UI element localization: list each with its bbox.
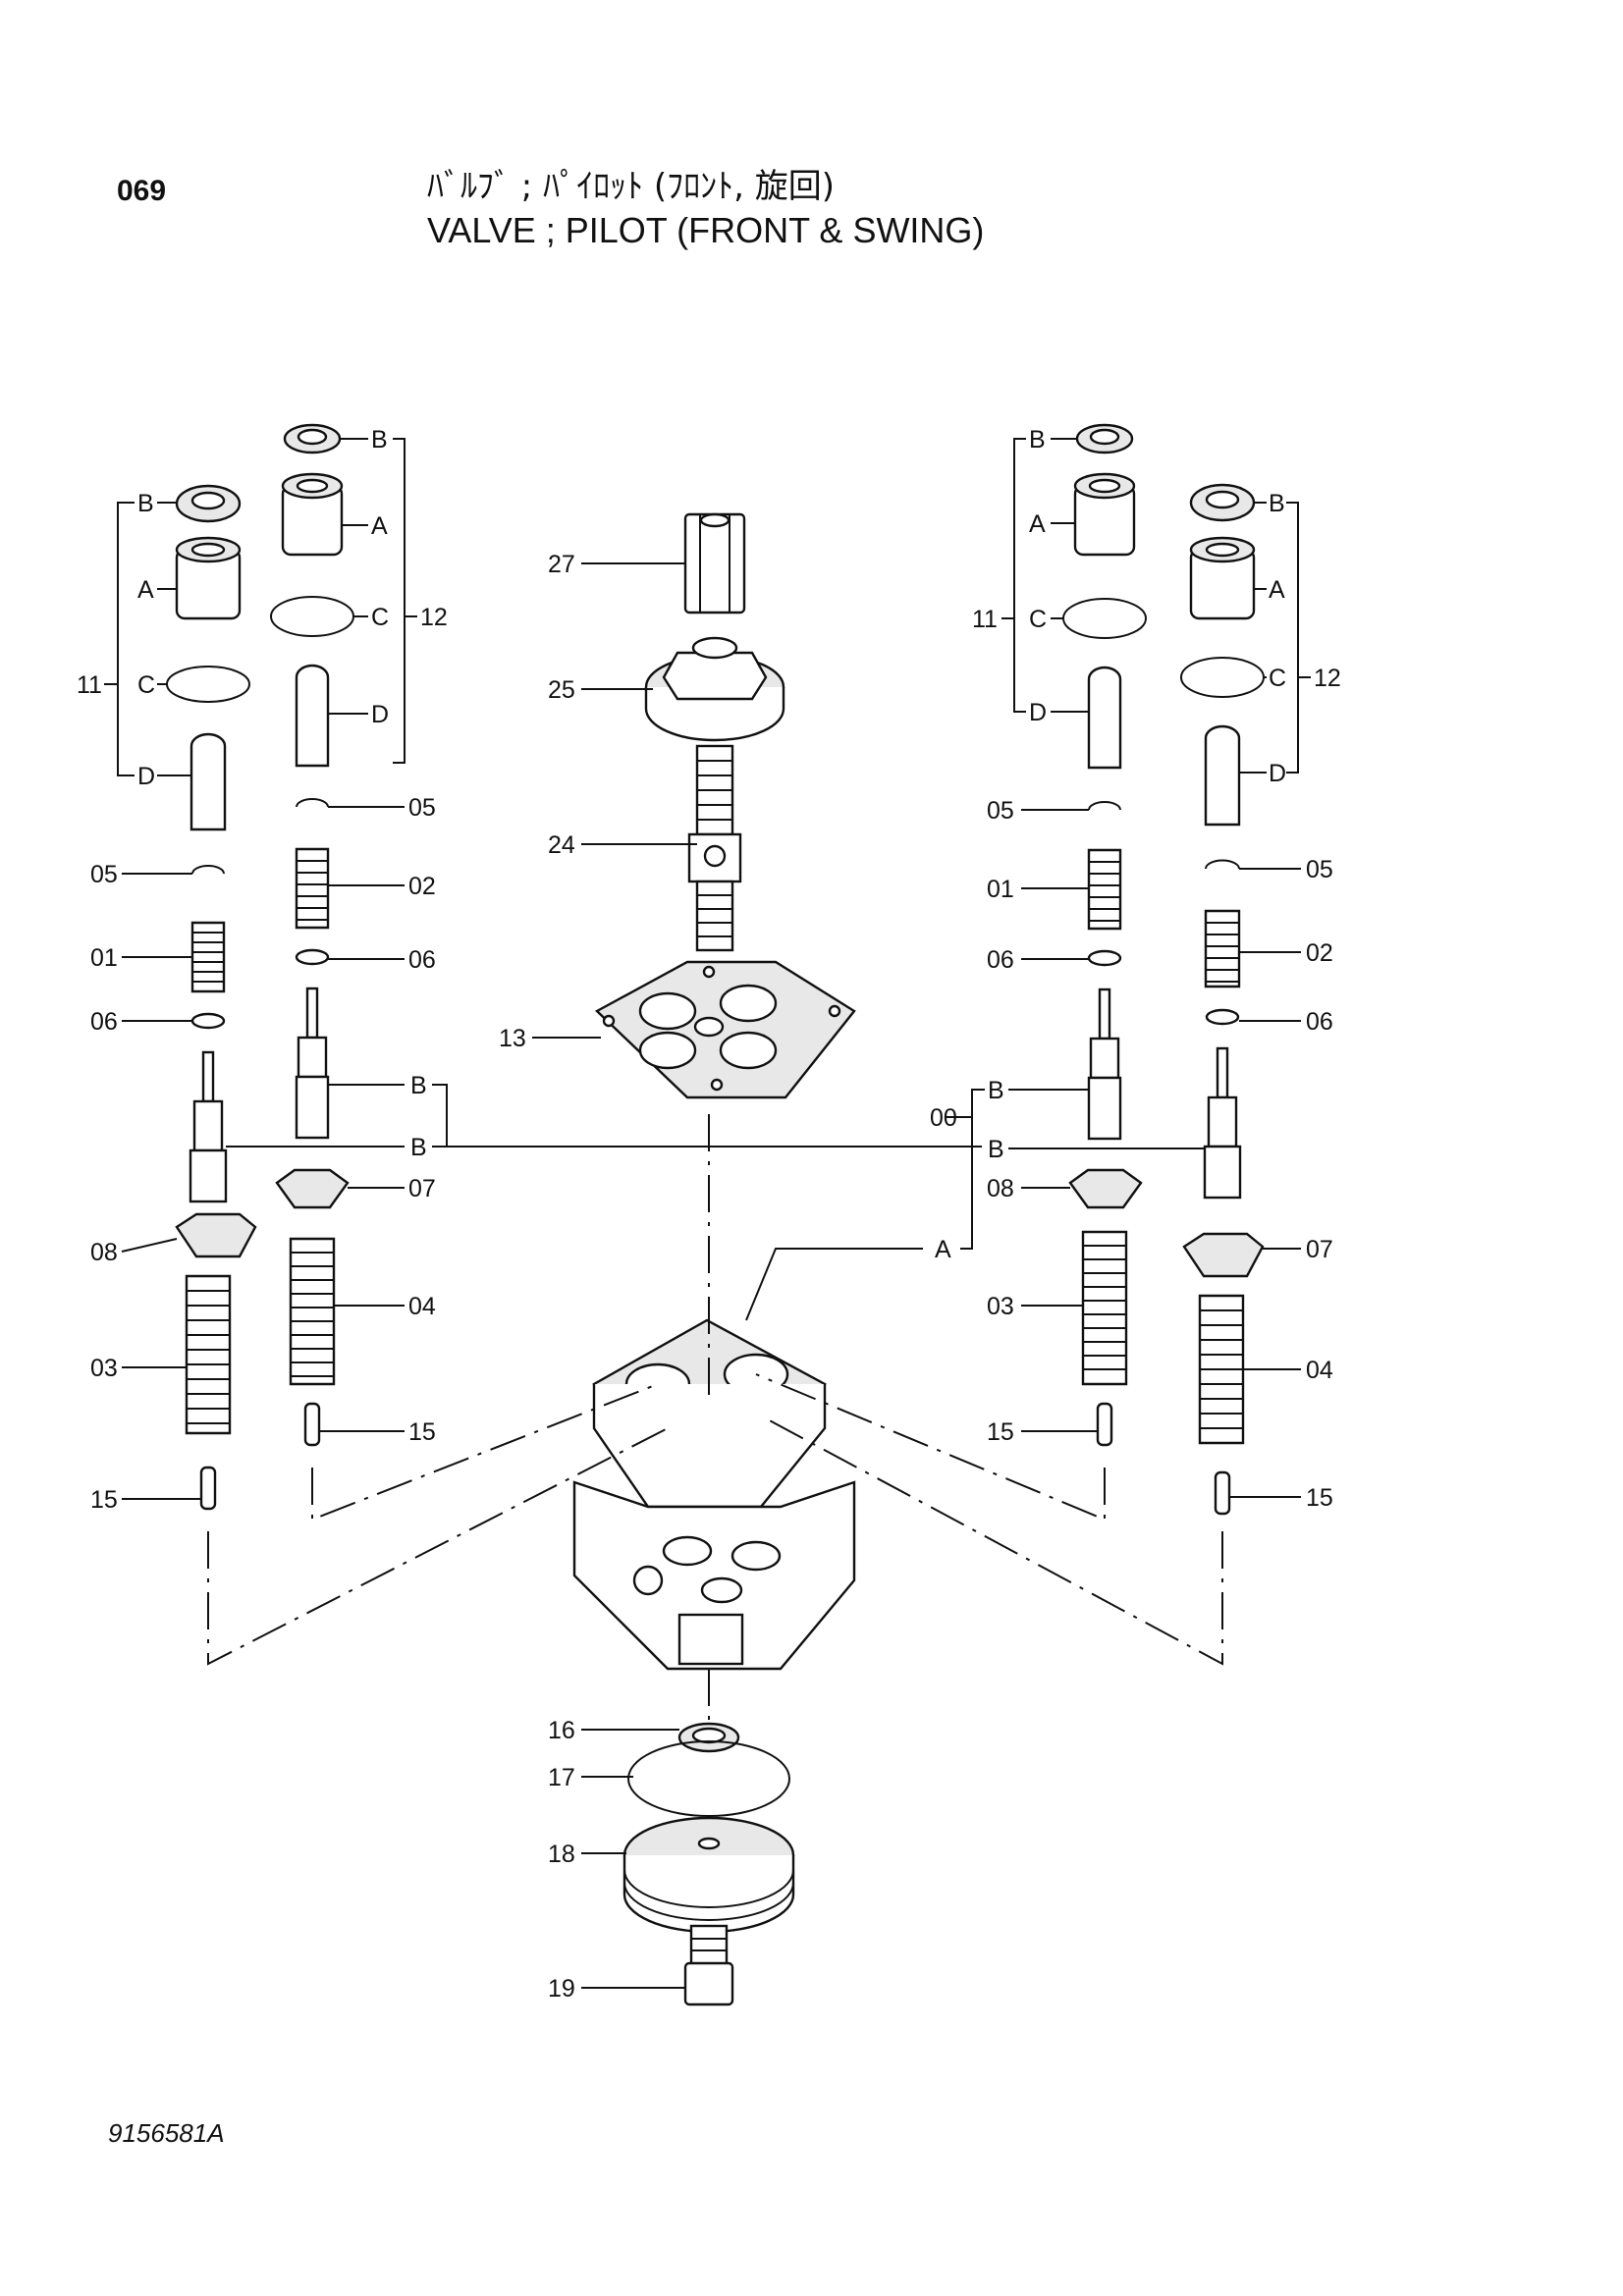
leader-lines [104,438,1311,1989]
part-18-plug [622,1816,795,1934]
part-25-flange-nut [644,636,785,742]
label-05: 05 [408,794,436,822]
label-07: 07 [408,1175,436,1202]
part-16-seal [677,1722,740,1753]
label-B: B [1269,490,1285,517]
label-07: 07 [1306,1236,1333,1263]
left-inner-stack [270,423,354,1447]
label-D: D [137,763,155,790]
label-C: C [137,671,155,699]
label-04: 04 [1306,1357,1333,1384]
label-03: 03 [90,1355,118,1382]
left-outer-stack [166,484,257,1511]
label-16: 16 [548,1717,575,1744]
label-C: C [371,604,389,631]
label-02: 02 [408,873,436,900]
part-19-bolt [683,1924,734,2006]
label-27: 27 [548,551,575,578]
label-B: B [1029,426,1046,454]
part-17-o-ring [627,1740,790,1817]
label-11: 11 [77,671,102,699]
label-B: B [410,1072,427,1099]
label-13: 13 [499,1025,526,1052]
label-06: 06 [408,946,436,974]
part-27-nut [683,512,746,614]
labels: 27 25 24 13 16 17 18 19 B A C D 11 05 01… [77,426,1341,2002]
label-19: 19 [548,1975,575,2002]
label-18: 18 [548,1841,575,1868]
label-A: A [137,576,154,604]
label-12: 12 [1314,665,1341,692]
label-02: 02 [1306,939,1333,967]
label-06: 06 [1306,1008,1333,1036]
label-01: 01 [90,944,118,972]
label-24: 24 [548,831,575,859]
right-inner-stack [1062,423,1147,1447]
label-B: B [988,1136,1004,1163]
label-04: 04 [408,1293,436,1320]
page-number: 069 [117,175,167,207]
label-25: 25 [548,676,575,704]
label-C: C [1269,665,1286,692]
label-B: B [371,426,388,454]
label-08: 08 [987,1175,1014,1202]
label-B: B [137,490,154,517]
title-english: VALVE ; PILOT (FRONT & SWING) [427,210,985,250]
label-A: A [1269,576,1285,604]
label-B: B [988,1077,1004,1104]
right-outer-stack [1180,483,1265,1516]
label-08: 08 [90,1239,118,1266]
label-A: A [371,512,388,540]
assembly-lines [207,1114,1223,1723]
label-D: D [1269,760,1286,787]
label-B: B [410,1134,427,1161]
label-06: 06 [987,946,1014,974]
drawing-number: 9156581A [108,2118,225,2148]
part-24-joint [687,744,742,952]
label-17: 17 [548,1764,575,1791]
title-japanese: ﾊﾞﾙﾌﾞ ; ﾊﾟｲﾛｯﾄ (ﾌﾛﾝﾄ, 旋回) [427,167,836,206]
label-05: 05 [987,797,1014,825]
label-03: 03 [987,1293,1014,1320]
label-05: 05 [1306,856,1333,883]
label-A: A [935,1236,951,1263]
label-A: A [1029,510,1046,538]
label-00: 00 [930,1104,957,1132]
label-15: 15 [987,1418,1014,1446]
label-D: D [371,701,389,728]
label-11: 11 [972,606,998,633]
label-12: 12 [420,604,448,631]
label-15: 15 [1306,1484,1333,1512]
label-05: 05 [90,861,118,888]
part-13-plate [594,960,856,1099]
label-06: 06 [90,1008,118,1036]
label-15: 15 [408,1418,436,1446]
label-C: C [1029,606,1047,633]
valve-body [572,1318,856,1671]
label-15: 15 [90,1486,118,1514]
label-01: 01 [987,876,1014,903]
label-D: D [1029,699,1047,726]
